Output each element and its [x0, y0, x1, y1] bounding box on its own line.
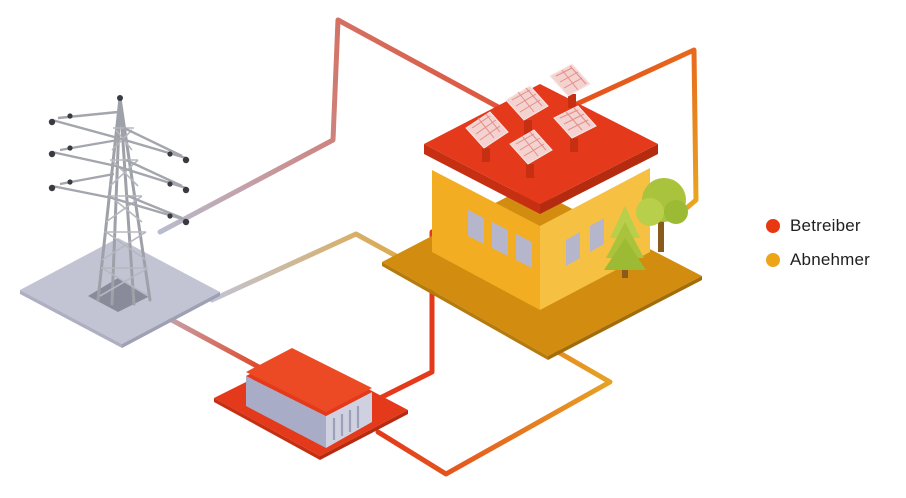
legend-label: Abnehmer [790, 250, 871, 269]
legend-dot-betreiber [766, 219, 780, 233]
transformer-station-icon [214, 348, 408, 460]
line-pylon-to-house-top [157, 17, 503, 235]
legend-dot-abnehmer [766, 253, 780, 267]
line-house-right-loop [565, 47, 699, 215]
house-icon [382, 63, 702, 360]
line-transformer-to-consumer [375, 327, 613, 477]
tree-icon [636, 178, 688, 252]
power-pylon-icon [20, 95, 220, 348]
legend: Betreiber Abnehmer [766, 216, 870, 270]
solar-panel-icon [465, 63, 597, 178]
legend-item-betreiber: Betreiber [766, 216, 870, 236]
connection-lines [157, 17, 699, 477]
legend-item-abnehmer: Abnehmer [766, 250, 870, 270]
line-pylon-to-transformer [165, 315, 271, 375]
legend-label: Betreiber [790, 216, 861, 235]
tree-icon [604, 206, 646, 278]
